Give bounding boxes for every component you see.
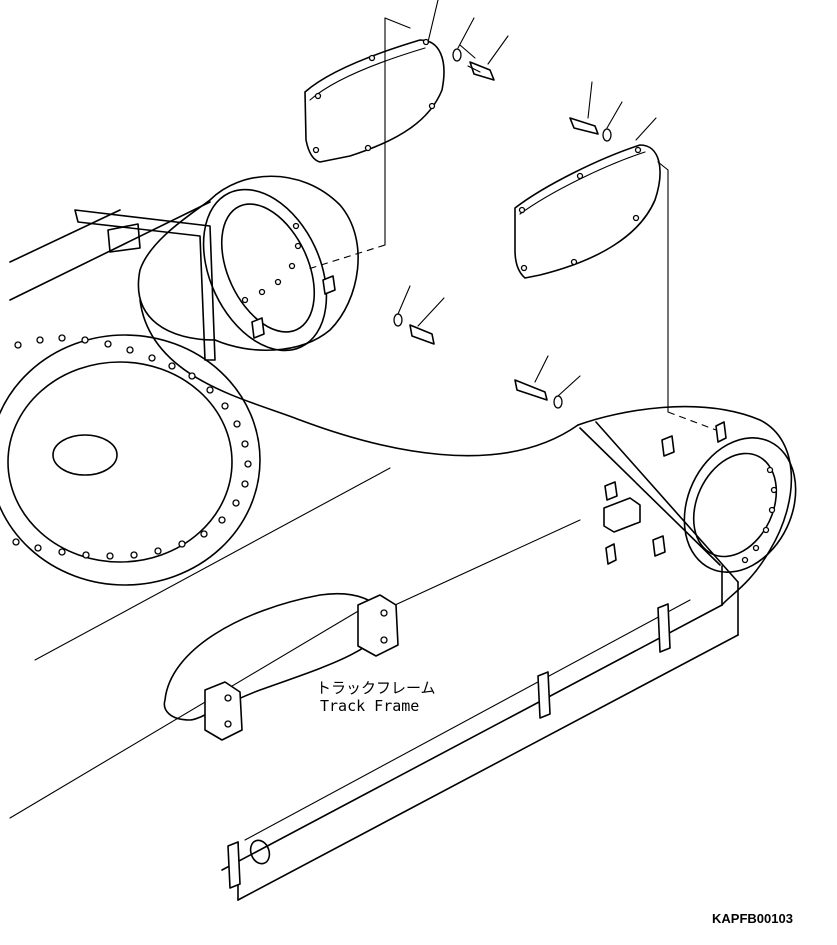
leader-lines [397, 0, 657, 397]
mounting-blocks [204, 275, 727, 889]
bolt-holes [12, 222, 778, 564]
cover-plate-left [304, 17, 445, 271]
track-frame-label-japanese: トラックフレーム [316, 679, 436, 697]
cover-plate-right [514, 144, 717, 431]
bolts-washers [393, 44, 612, 409]
track-frame-label-english: Track Frame [320, 697, 419, 715]
drawing-code: KAPFB00103 [712, 911, 793, 926]
track-frame [0, 175, 797, 901]
